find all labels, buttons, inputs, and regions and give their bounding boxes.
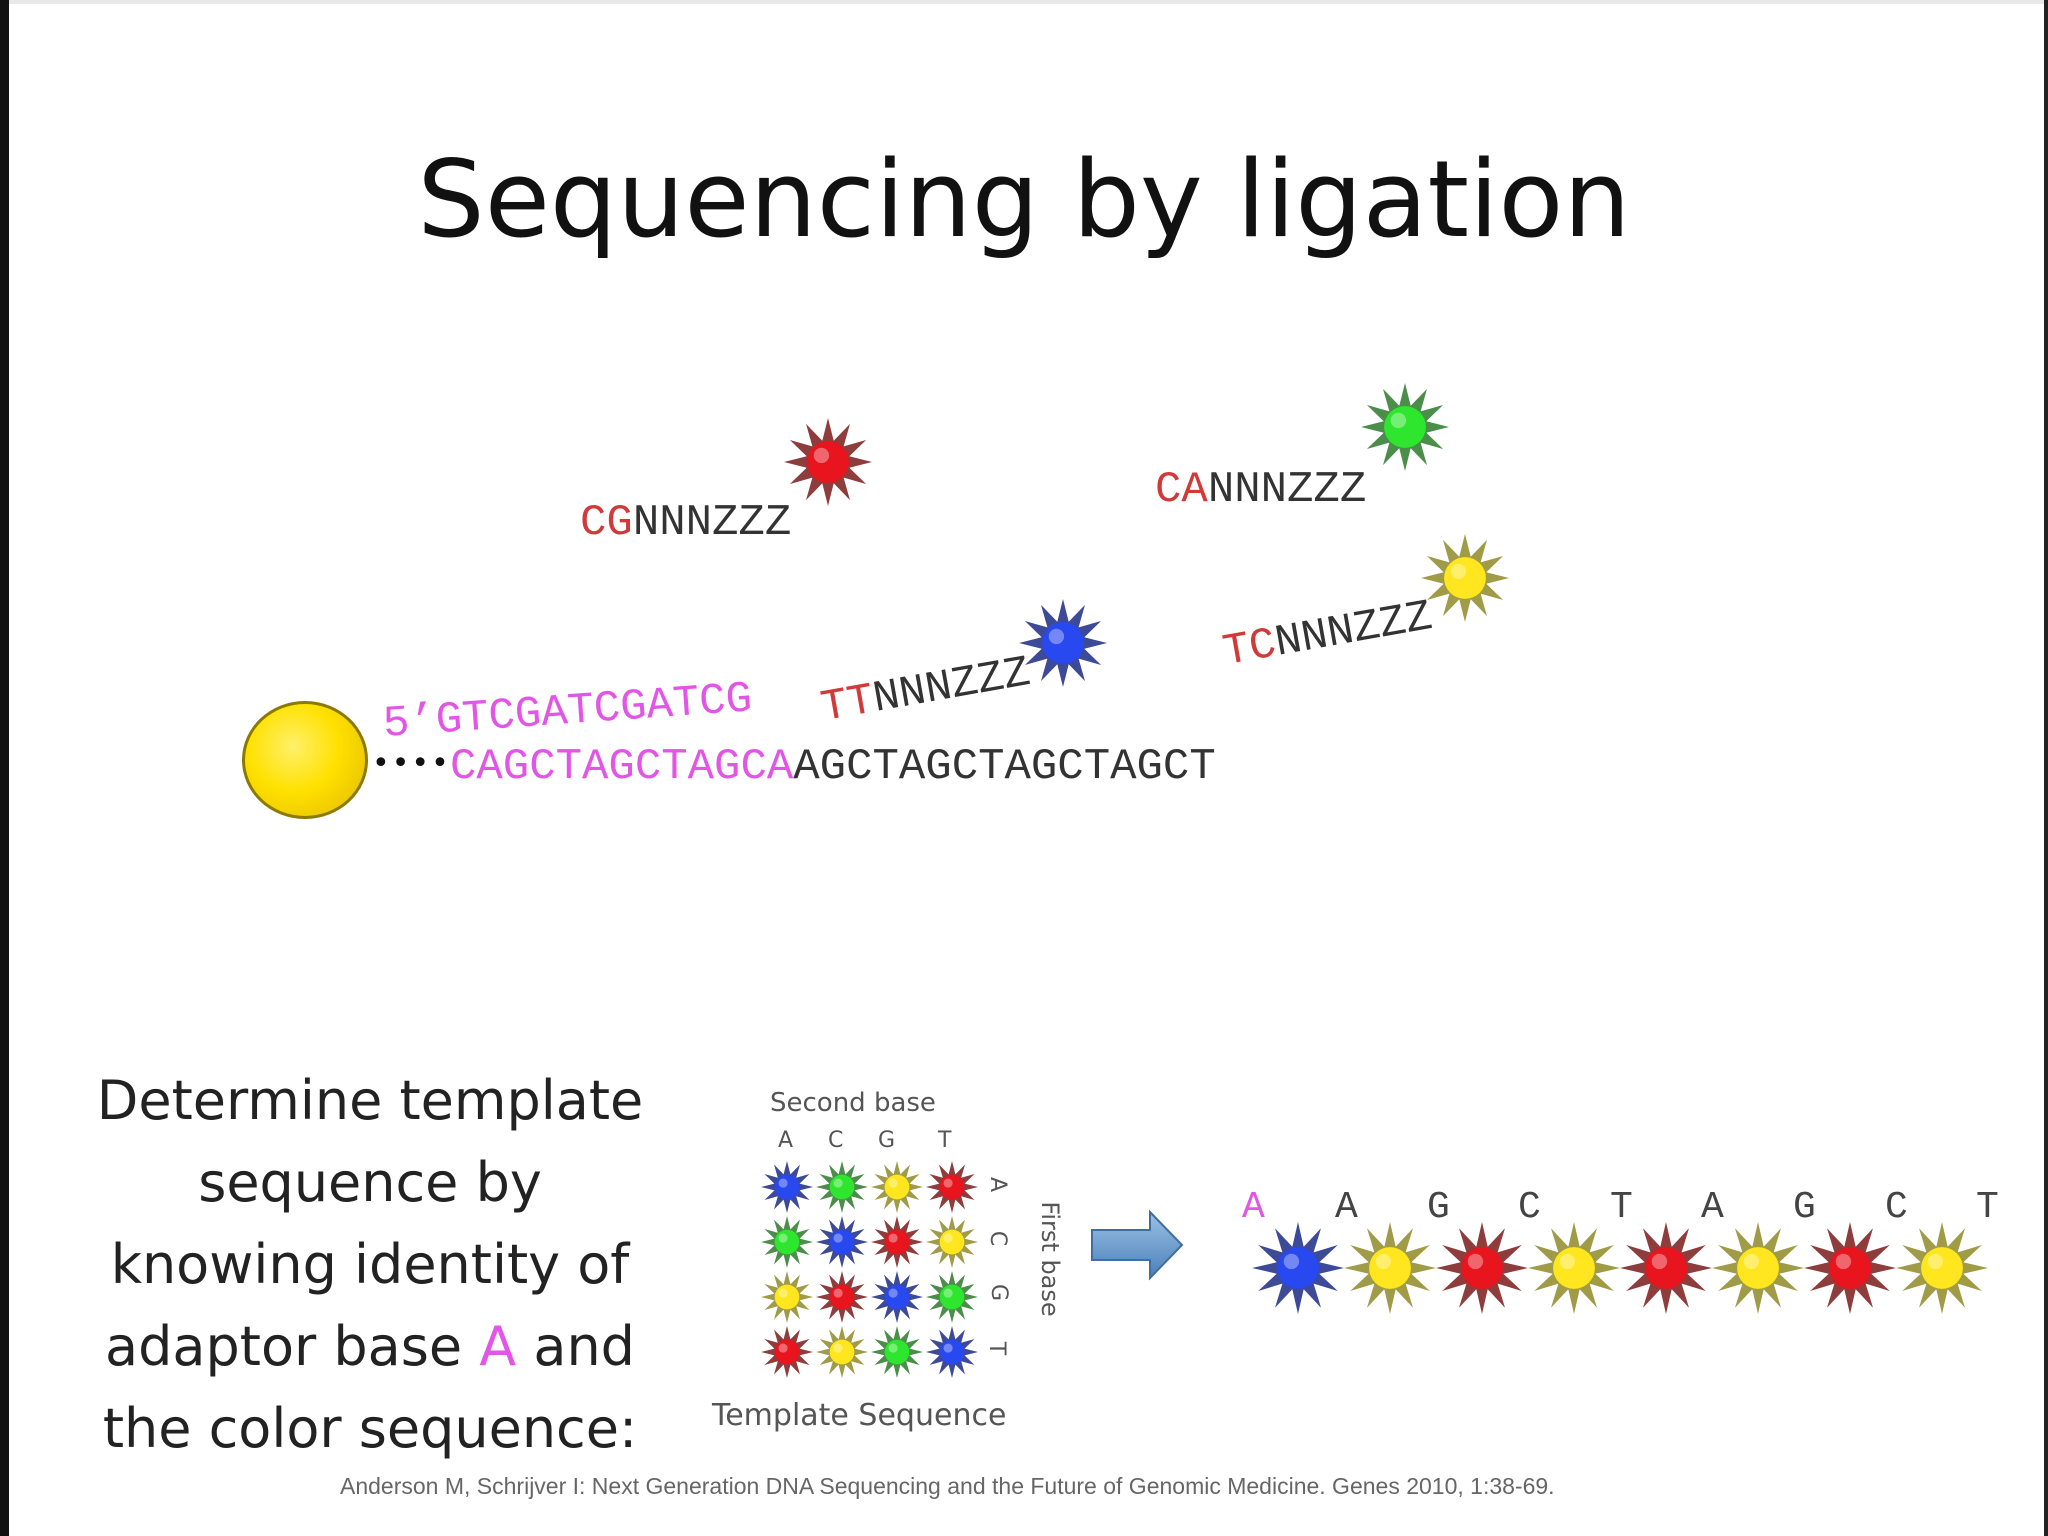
decoded-letter-3: G [1427, 1186, 1450, 1229]
decoded-star-2 [1344, 1222, 1436, 1314]
template-adaptor: CAGCTAGCTAGCA [450, 742, 794, 792]
template-sequence: CAGCTAGCTAGCAAGCTAGCTAGCTAGCT [450, 742, 1216, 792]
decoded-star-6 [1712, 1222, 1804, 1314]
decoded-star-3 [1436, 1222, 1528, 1314]
decoded-letter-5: T [1610, 1186, 1633, 1229]
matrix-star-tg [871, 1326, 923, 1378]
slide-title: Sequencing by ligation [417, 138, 1631, 261]
probe-cg-prefix: CG [580, 498, 633, 548]
instruction-line-5: the color sequence: [102, 1397, 638, 1460]
adaptor-base-highlight: A [479, 1315, 517, 1378]
decoded-star-5 [1620, 1222, 1712, 1314]
instruction-line-1: Determine template [96, 1069, 644, 1132]
col-label-g: G [878, 1128, 896, 1153]
instruction-line-3: knowing identity of [110, 1233, 630, 1296]
probe-cg-suffix: NNNZZZ [632, 498, 792, 548]
col-label-a: A [778, 1128, 794, 1153]
instruction-line-2: sequence by [198, 1151, 542, 1214]
matrix-star-gt [926, 1271, 978, 1323]
matrix-star-tt [926, 1326, 978, 1378]
matrix-star-ga [761, 1271, 813, 1323]
dye-star-cg [784, 418, 872, 506]
dye-star-tc [1421, 534, 1509, 622]
matrix-star-cg [871, 1216, 923, 1268]
decoded-letter-2: A [1335, 1186, 1358, 1229]
decoded-letter-8: C [1885, 1186, 1908, 1229]
col-label-t: T [938, 1128, 952, 1153]
probe-ca-suffix: NNNZZZ [1207, 465, 1367, 515]
right-edge [2044, 0, 2048, 1536]
template-rest: AGCTAGCTAGCTAGCT [793, 742, 1216, 792]
matrix-star-ta [761, 1326, 813, 1378]
matrix-star-gc [816, 1271, 868, 1323]
linker-dots: •••• [372, 746, 451, 781]
decoded-letter-9: T [1976, 1186, 1999, 1229]
decoded-letter-4: C [1518, 1186, 1541, 1229]
instruction-line-4-pre: adaptor base [105, 1315, 480, 1378]
bead [242, 701, 368, 819]
top-edge [0, 0, 2048, 4]
template-sequence-label: Template Sequence [712, 1398, 1007, 1433]
matrix-star-at [926, 1161, 978, 1213]
probe-cg: CGNNNZZZ [580, 498, 791, 548]
probe-ca: CANNNZZZ [1155, 465, 1366, 515]
dye-star-tt [1019, 599, 1107, 687]
instruction-line-4-post: and [516, 1315, 635, 1378]
arrow-icon [1091, 1209, 1184, 1281]
instruction-text: Determine template sequence by knowing i… [60, 1060, 680, 1470]
matrix-star-ct [926, 1216, 978, 1268]
matrix-star-tc [816, 1326, 868, 1378]
matrix-star-cc [816, 1216, 868, 1268]
probe-ca-prefix: CA [1155, 465, 1208, 515]
second-base-label: Second base [770, 1088, 936, 1118]
citation: Anderson M, Schrijver I: Next Generation… [340, 1473, 1555, 1499]
decoded-star-8 [1896, 1222, 1988, 1314]
decoded-star-7 [1804, 1222, 1896, 1314]
matrix-star-ac [816, 1161, 868, 1213]
matrix-star-ca [761, 1216, 813, 1268]
decoded-star-1 [1252, 1222, 1344, 1314]
matrix-star-ag [871, 1161, 923, 1213]
left-edge [0, 0, 9, 1536]
dye-star-ca [1361, 383, 1449, 471]
decoded-star-4 [1528, 1222, 1620, 1314]
decoded-letter-6: A [1701, 1186, 1724, 1229]
instruction-line-4: adaptor base A and [60, 1306, 680, 1388]
decoded-letter-7: G [1793, 1186, 1816, 1229]
col-label-c: C [828, 1128, 844, 1153]
matrix-star-aa [761, 1161, 813, 1213]
decoded-letter-1: A [1242, 1186, 1265, 1229]
matrix-star-gg [871, 1271, 923, 1323]
